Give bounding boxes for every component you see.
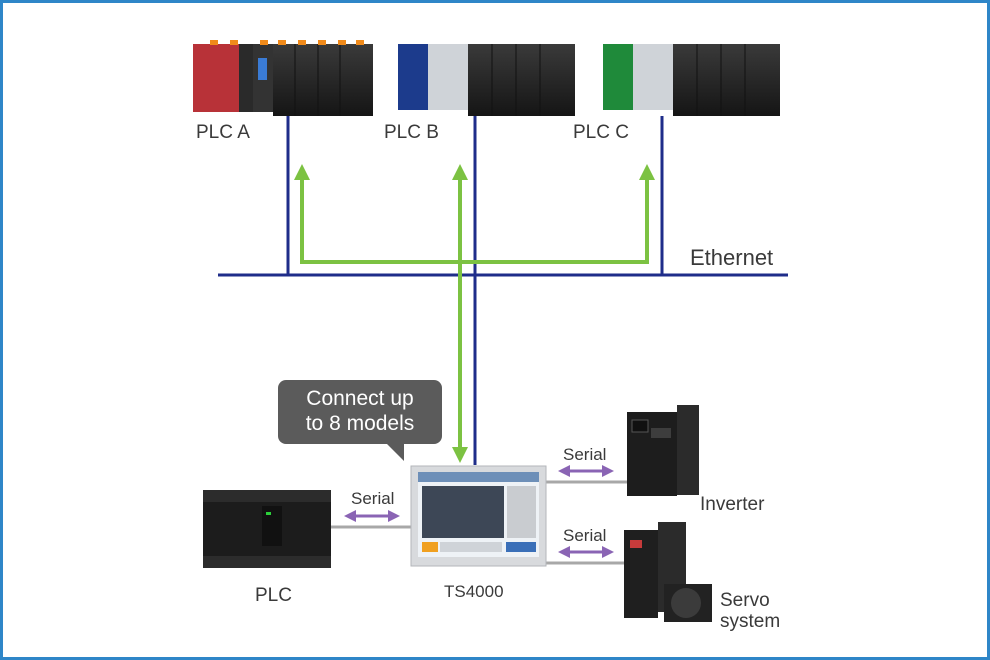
serial-label-inverter: Serial [563, 445, 607, 464]
serial-lines [330, 480, 628, 565]
servo-label-line-2: system [720, 611, 781, 632]
servo-label-line-1: Servo [720, 590, 770, 611]
ts4000-device [410, 465, 547, 567]
green-comm-arrows [300, 178, 649, 455]
serial-label-plc: Serial [351, 489, 395, 508]
servo-device [624, 522, 712, 622]
inverter-device [627, 405, 699, 496]
callout-line-2: to 8 models [305, 412, 415, 435]
plc-b-device [398, 44, 575, 116]
plc-c-label: PLC C [573, 122, 629, 143]
inverter-label: Inverter [700, 494, 765, 515]
plc-a-label: PLC A [196, 122, 250, 143]
green-arrowheads [294, 164, 655, 463]
callout-bubble: Connect up to 8 models [278, 380, 442, 444]
ethernet-lines [218, 116, 788, 465]
ethernet-label: Ethernet [690, 245, 774, 270]
plc-c-device [603, 44, 780, 116]
servo-label: Servo system [720, 590, 780, 632]
plc-label: PLC [255, 585, 292, 606]
serial-label-servo: Serial [563, 526, 607, 545]
plc-b-label: PLC B [384, 122, 439, 143]
small-plc-device [203, 490, 331, 568]
ts4000-label: TS4000 [444, 582, 504, 601]
callout-line-1: Connect up [306, 387, 414, 410]
plc-a-device [193, 40, 373, 116]
callout-tail [386, 443, 404, 461]
purple-serial-arrows [344, 465, 614, 558]
